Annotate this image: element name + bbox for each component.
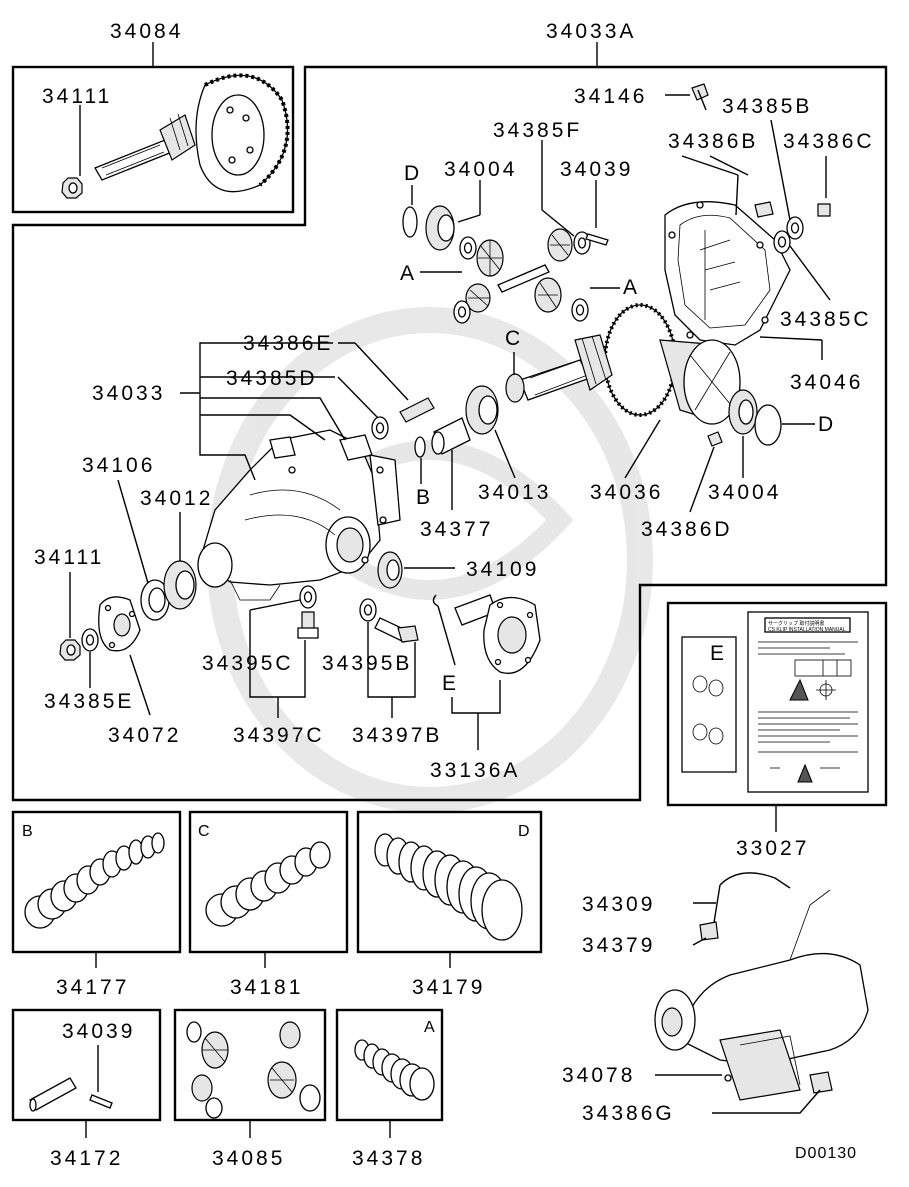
differential-internal-parts: D 34004 A A 34385F 34039 — [400, 119, 640, 324]
ring-pinion-gear-set: 34111 — [42, 73, 290, 199]
part-label-34386E: 34386E — [243, 332, 333, 355]
ref-letter-A2: A — [623, 276, 640, 299]
part-label-34013: 34013 — [478, 481, 551, 504]
part-label-34012: 34012 — [140, 487, 213, 510]
kit-part-34177: 34177 — [56, 976, 129, 999]
carrier-housing: 34033 34386E 34385D — [92, 332, 435, 601]
part-label-34377: 34377 — [420, 518, 493, 541]
box-34033A: 34033 A — [11, 20, 888, 802]
part-label-34385E: 34385E — [44, 690, 134, 713]
box-33027: 33027 — [666, 601, 888, 860]
part-label-34385B: 34385B — [722, 95, 812, 118]
manual-subtitle: CS KLIP INSTALLATION MANUAL — [768, 627, 846, 633]
kit-letter-D: D — [518, 823, 531, 840]
ref-letter-E1: E — [442, 672, 459, 695]
installation-manual-kit: E サークリップ 取付説明書 CS KLIP INSTALLATION MANU… — [681, 611, 869, 793]
group-label-33027: 33027 — [736, 837, 809, 860]
ref-letter-B1: B — [416, 486, 433, 509]
kit-box-34181: C 34181 — [188, 810, 349, 999]
part-label-34397C: 34397C — [233, 724, 325, 747]
manual-title: サークリップ 取付説明書 — [768, 620, 824, 627]
part-label-34385C: 34385C — [780, 308, 872, 331]
kit-box-34177: B 34177 — [11, 810, 182, 999]
part-label-34039-kit: 34039 — [62, 1020, 135, 1043]
part-label-34386D: 34386D — [641, 518, 733, 541]
kit-letter-B: B — [22, 823, 34, 840]
rear-diff-mount-assembly: 34309 34379 34078 34386G — [562, 872, 869, 1125]
part-label-34397B: 34397B — [352, 724, 442, 747]
kit-box-34172: 34039 34172 — [11, 1008, 162, 1170]
part-label-34386G: 34386G — [582, 1102, 675, 1125]
side-shaft-assembly: 34109 E 33136A 34395C 34397C 34395B 3439… — [202, 551, 541, 782]
part-label-34036: 34036 — [590, 481, 663, 504]
part-label-34004-top: 34004 — [444, 158, 517, 181]
kit-part-34378: 34378 — [352, 1147, 425, 1170]
part-label-34385F: 34385F — [493, 119, 582, 142]
kit-box-34179: D 34179 — [356, 810, 543, 999]
ref-letter-A1: A — [400, 262, 417, 285]
kit-box-34378: A 34378 — [335, 1008, 444, 1170]
ref-letter-D1: D — [404, 162, 422, 185]
part-label-34395B: 34395B — [322, 652, 412, 675]
part-label-34395C: 34395C — [202, 652, 294, 675]
part-label-34111-top: 34111 — [42, 85, 112, 108]
part-label-34111-left: 34111 — [34, 546, 104, 569]
part-label-34385D: 34385D — [226, 367, 318, 390]
part-label-34106: 34106 — [82, 454, 155, 477]
part-label-34386B: 34386B — [668, 130, 758, 153]
diagram-code: D00130 — [795, 1145, 857, 1162]
kit-letter-A: A — [424, 1019, 436, 1036]
part-label-34039-top: 34039 — [560, 158, 633, 181]
drive-pinion-assembly: C 34013 34377 B — [414, 327, 613, 541]
companion-flange-assembly: 34106 34012 34111 34385E 34072 — [34, 454, 213, 747]
part-label-34072: 34072 — [108, 724, 181, 747]
box-34084: 34084 — [11, 20, 295, 214]
differential-case: D 34036 34004 34386D — [590, 303, 836, 541]
group-label-34033A: 34033A — [546, 20, 636, 43]
ref-letter-C1: C — [505, 327, 523, 350]
part-label-34004-bot: 34004 — [708, 481, 781, 504]
part-label-34109: 34109 — [466, 558, 539, 581]
group-label-34084: 34084 — [110, 20, 183, 43]
kit-part-34179: 34179 — [412, 976, 485, 999]
part-label-34146: 34146 — [574, 85, 647, 108]
part-label-33136A: 33136A — [430, 759, 520, 782]
group-label-34033: 34033 — [92, 382, 165, 405]
kit-part-34172: 34172 — [50, 1147, 123, 1170]
manual-ref-letter: E — [710, 642, 727, 665]
ref-letter-D2: D — [818, 413, 836, 436]
part-label-34046: 34046 — [790, 371, 863, 394]
part-label-34309: 34309 — [582, 893, 655, 916]
kit-box-34085: 34085 — [173, 1008, 327, 1170]
part-label-34379: 34379 — [582, 934, 655, 957]
kit-letter-C: C — [198, 823, 211, 840]
kit-part-34181: 34181 — [230, 976, 303, 999]
differential-cover: 34146 34385B 34386B 34386C 34385C 34046 — [574, 83, 875, 394]
part-label-34078: 34078 — [562, 1064, 635, 1087]
kit-part-34085: 34085 — [212, 1147, 285, 1170]
part-label-34386C: 34386C — [783, 130, 875, 153]
